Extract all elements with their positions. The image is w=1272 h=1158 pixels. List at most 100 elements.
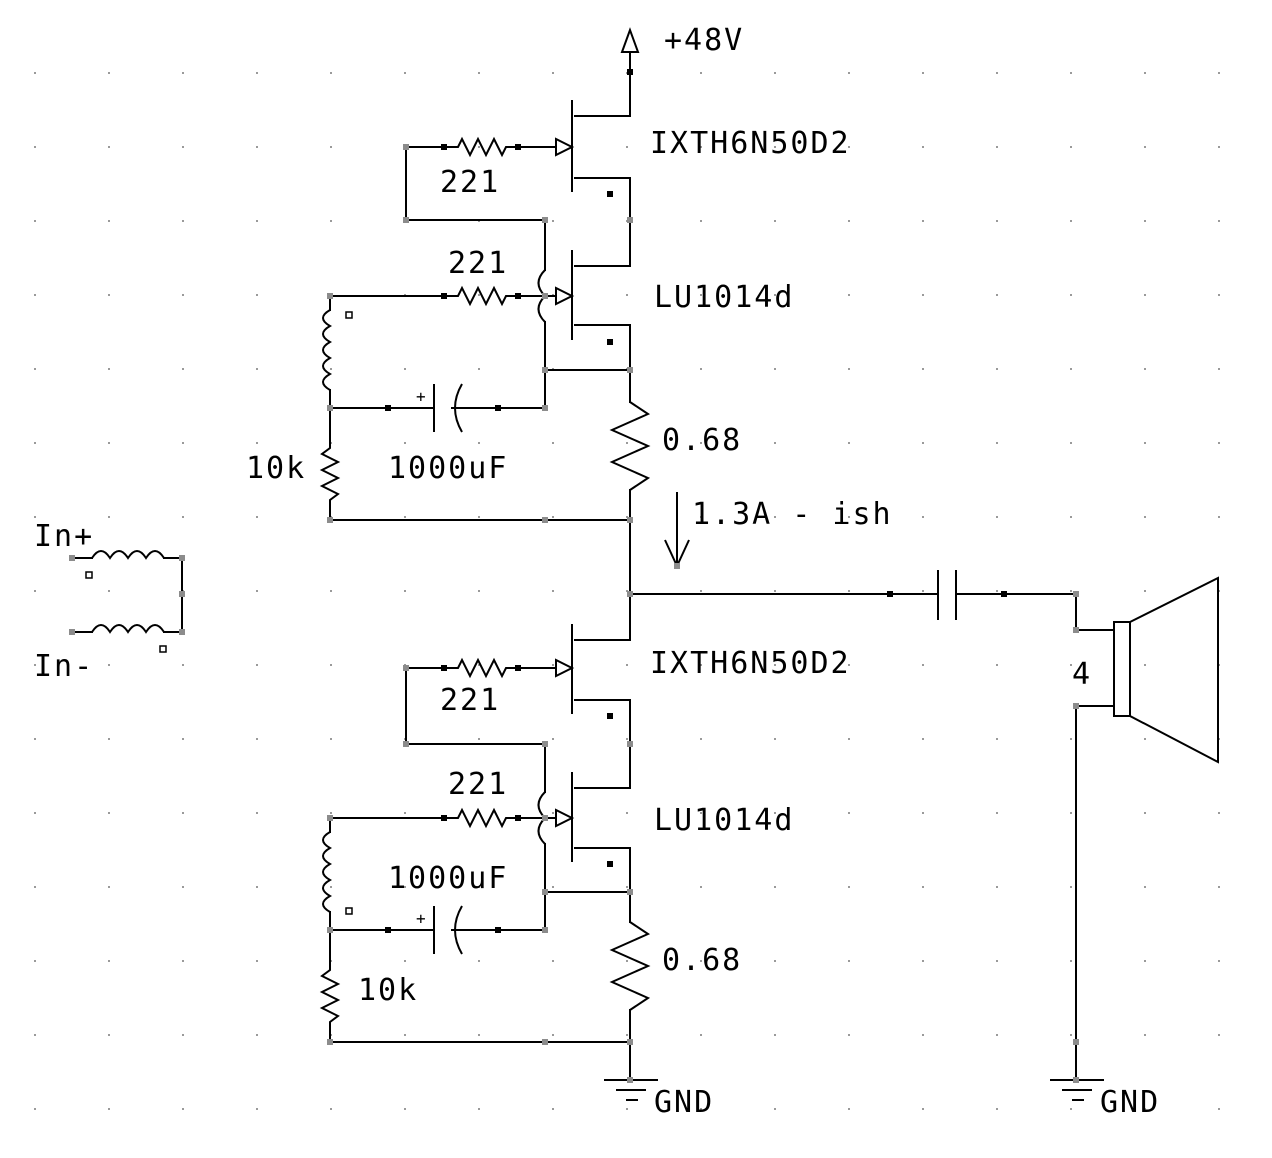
grid-dot [478,368,480,370]
grid-dot [848,664,850,666]
grid-dot [1144,590,1146,592]
junction-node [403,665,409,671]
grid-dot [552,220,554,222]
grid-dot [34,442,36,444]
junction-node [1073,1039,1079,1045]
input-transformer-primary [71,550,183,653]
grid-dot [1144,368,1146,370]
junction-node [327,405,333,411]
grid-dot [922,72,924,74]
grid-dot [996,886,998,888]
grid-dot [478,664,480,666]
junction-node [1073,1077,1079,1083]
resistor-bias-bot-label: 10k [358,973,418,1008]
grid-dot [404,960,406,962]
junction-node [1073,703,1079,709]
junction-node [327,815,333,821]
speaker-impedance: 4 [1072,657,1092,692]
grid-dots [34,72,1220,1110]
grid-dot [1070,664,1072,666]
grid-dot [700,886,702,888]
grid-dot [1144,812,1146,814]
grid-dot [182,72,184,74]
current-arrow [664,492,690,569]
grid-dot [774,590,776,592]
junction-node [69,629,75,635]
grid-dot [922,442,924,444]
output-capacitor [629,570,1077,620]
mosfet-bot-lower [555,743,631,893]
grid-dot [1070,146,1072,148]
grid-dot [108,590,110,592]
grid-dot [626,146,628,148]
grid-dot [182,812,184,814]
grid-dot [700,294,702,296]
grid-dot [922,220,924,222]
junction-node [627,1077,633,1083]
grid-dot [182,886,184,888]
grid-dot [478,146,480,148]
grid-dot [108,516,110,518]
grid-dot [626,664,628,666]
grid-dot [922,1108,924,1110]
grid-dot [848,294,850,296]
supply-symbol [620,27,640,75]
grid-dot [330,812,332,814]
grid-dot [478,516,480,518]
grid-dot [1218,294,1220,296]
junction-node [627,517,633,523]
grid-dot [1070,812,1072,814]
grid-dot [108,664,110,666]
grid-dot [330,1108,332,1110]
grid-dot [1218,72,1220,74]
mosfet-top-upper [555,71,631,221]
grid-dot [404,516,406,518]
junction-node [542,889,548,895]
grid-dot [1218,516,1220,518]
junction-node [627,217,633,223]
grid-dot [1218,960,1220,962]
junction-nodes [69,144,1079,1083]
junction-node [542,815,548,821]
grid-dot [34,368,36,370]
grid-dot [478,1034,480,1036]
grid-dot [1070,738,1072,740]
grid-dot [1218,146,1220,148]
grid-dot [626,442,628,444]
grid-dot [552,590,554,592]
grid-dot [1144,886,1146,888]
grid-dot [848,738,850,740]
grid-dot [404,812,406,814]
grid-dot [256,368,258,370]
grid-dot [848,368,850,370]
grid-dot [1070,294,1072,296]
grid-dot [478,590,480,592]
grid-dot [404,368,406,370]
grid-dot [922,738,924,740]
grid-dot [1144,146,1146,148]
supply-label: +48V [664,23,744,58]
grid-dot [1218,886,1220,888]
grid-dot [700,220,702,222]
ground-speaker-label: GND [1100,1085,1160,1120]
grid-dot [256,442,258,444]
resistor-source-bot [609,891,651,1081]
grid-dot [34,146,36,148]
grid-dot [1218,220,1220,222]
grid-dot [552,664,554,666]
mosfet-top-lower-label: LU1014d [654,280,794,315]
grid-dot [182,738,184,740]
grid-dot [848,812,850,814]
grid-dot [34,220,36,222]
grid-dot [922,960,924,962]
junction-node [179,591,185,597]
grid-dot [108,294,110,296]
junction-node [403,741,409,747]
inductor-bot [322,817,353,965]
grid-dot [108,738,110,740]
grid-dot [552,886,554,888]
grid-dot [848,220,850,222]
grid-dot [774,368,776,370]
grid-dot [996,812,998,814]
grid-dot [774,516,776,518]
